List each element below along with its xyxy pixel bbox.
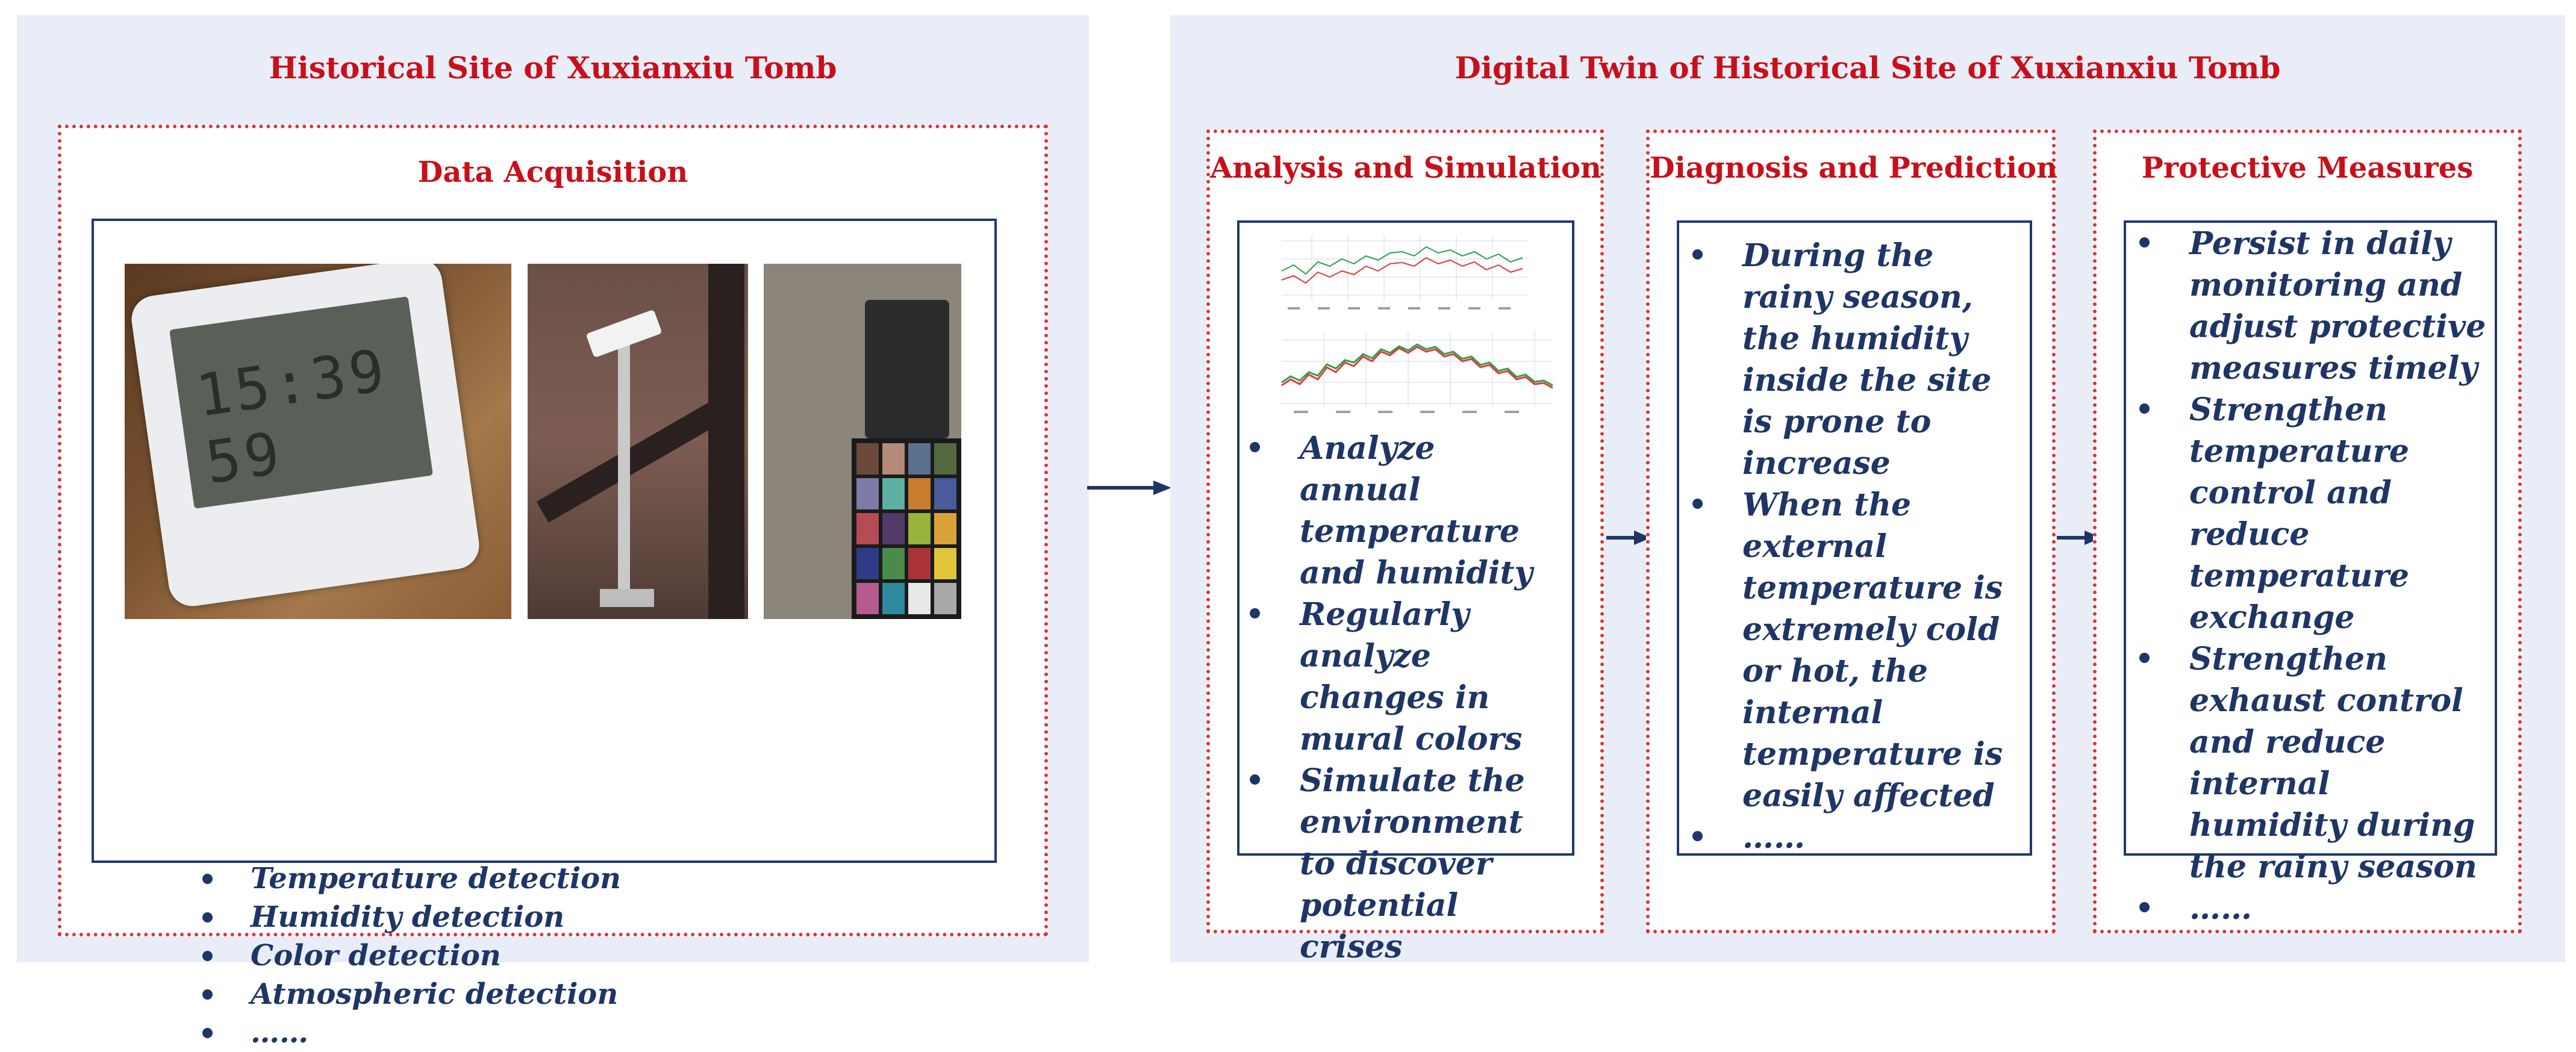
list-item: When the external temperature is extreme… <box>1692 484 2026 817</box>
historical-site-panel: Historical Site of Xuxianxiu Tomb Data A… <box>17 15 1089 1050</box>
protective-measures-list: Persist in daily monitoring and adjust p… <box>2139 223 2490 929</box>
list-item: …… <box>2139 888 2490 929</box>
color-checker-card <box>852 438 961 619</box>
color-checker-photo <box>764 264 961 619</box>
list-item: Strengthen temperature control and reduc… <box>2139 389 2490 638</box>
analysis-simulation-content: Analyze annual temperature and humidity … <box>1237 220 1574 965</box>
diagnosis-prediction-list: During the rainy season, the humidity in… <box>1692 235 2026 858</box>
list-item: …… <box>202 1013 621 1052</box>
list-item: Strengthen exhaust control and reduce in… <box>2139 638 2490 888</box>
digital-twin-title: Digital Twin of Historical Site of Xuxia… <box>1455 50 2281 86</box>
data-acquisition-content: 15:39 59 <box>92 219 997 1050</box>
historical-site-title: Historical Site of Xuxianxiu Tomb <box>269 50 837 86</box>
arrow-icon <box>1087 481 1171 495</box>
list-item: Simulate the environment to discover pot… <box>1250 760 1565 968</box>
list-item: …… <box>1692 817 2026 858</box>
list-item: Temperature detection <box>202 859 621 898</box>
analysis-simulation-title: Analysis and Simulation <box>1210 151 1601 185</box>
digital-twin-panel: Digital Twin of Historical Site of Xuxia… <box>1170 15 2565 965</box>
diagnosis-prediction-box: Diagnosis and Prediction During the rain… <box>1646 129 2057 933</box>
stand-frame <box>708 264 744 619</box>
checker-device <box>865 300 949 438</box>
list-item: Persist in daily monitoring and adjust p… <box>2139 223 2490 389</box>
sensor-stand-photo <box>528 264 748 619</box>
diagnosis-prediction-content: During the rainy season, the humidity in… <box>1677 220 2032 856</box>
stand-pole <box>618 342 630 601</box>
data-acquisition-box: Data Acquisition 15:39 59 <box>58 125 1048 1050</box>
humidity-chart-thumbnail <box>1276 325 1559 422</box>
protective-measures-box: Protective Measures Persist in daily mon… <box>2093 129 2522 933</box>
protective-measures-title: Protective Measures <box>2141 151 2474 185</box>
list-item: During the rainy season, the humidity in… <box>1692 235 2026 484</box>
list-item: Humidity detection <box>202 898 621 936</box>
data-acquisition-title: Data Acquisition <box>417 155 688 189</box>
diagnosis-prediction-title: Diagnosis and Prediction <box>1650 151 2057 185</box>
data-acquisition-list: Temperature detection Humidity detection… <box>202 859 621 1052</box>
arrow-icon <box>1606 531 1651 545</box>
list-item: Analyze annual temperature and humidity <box>1250 428 1565 594</box>
analysis-simulation-list: Analyze annual temperature and humidity … <box>1250 428 1565 968</box>
thermo-hygrometer-photo: 15:39 59 <box>125 264 511 619</box>
stand-base <box>600 589 654 607</box>
list-item: Color detection <box>202 936 621 975</box>
list-item: Atmospheric detection <box>202 975 621 1013</box>
device-screen: 15:39 59 <box>169 296 433 509</box>
analysis-simulation-box: Analysis and Simulation <box>1206 129 1604 965</box>
list-item: Regularly analyze changes in mural color… <box>1250 594 1565 760</box>
device-body: 15:39 59 <box>128 264 482 609</box>
protective-measures-content: Persist in daily monitoring and adjust p… <box>2124 220 2497 927</box>
device-readout: 15:39 59 <box>192 336 392 497</box>
temperature-chart-thumbnail <box>1276 229 1535 319</box>
